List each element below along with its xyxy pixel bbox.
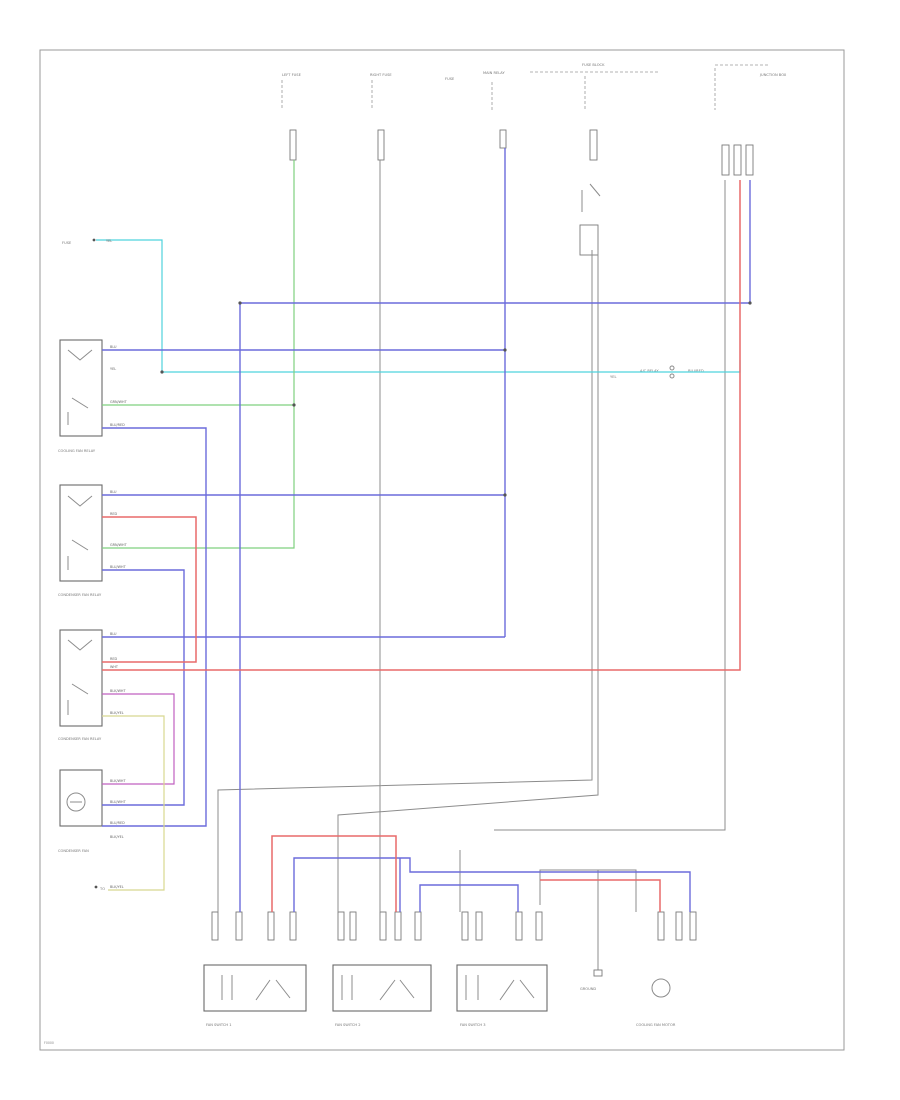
wire-blue-fan1	[239, 180, 751, 912]
wire-label-blu-3: BLU	[110, 632, 117, 636]
fuse-label-bottomleft: TO	[99, 887, 105, 891]
wire-gray-ground-bus	[539, 869, 637, 912]
fuse-right-b-connector	[589, 129, 598, 161]
condenser-fan-symbol	[66, 792, 86, 812]
junction-connector-1	[721, 144, 730, 176]
fan-switch-2	[332, 911, 432, 1012]
relay-3-title: CONDENSER FAN RELAY	[58, 737, 102, 741]
wire-label-red-2: RED	[110, 512, 117, 516]
fuse-right-b-switch	[581, 183, 601, 212]
condenser-fan-box	[59, 769, 103, 827]
wire-blue-power	[102, 148, 506, 638]
fan-switch-3-label: FAN SWITCH 3	[460, 1023, 486, 1027]
ground	[593, 905, 603, 977]
wire-label-blured-1: BLU/RED	[110, 423, 125, 427]
cooling-fan-motor-label: COOLING FAN MOTOR	[636, 1023, 676, 1027]
wire-label-blured-4: BLU/RED	[110, 821, 125, 825]
wire-label-blu-1: BLU	[110, 345, 117, 349]
wire-label-blkyel-4: BLK/YEL	[110, 835, 124, 839]
fuse-right-b: FUSE BLOCK	[579, 63, 660, 256]
wire-label-yel-1: YEL	[110, 367, 116, 371]
wire-label-blkyel-5: BLK/YEL	[110, 885, 124, 889]
wire-cyan	[96, 239, 741, 373]
wire-label-red-3: RED	[110, 657, 117, 661]
fuse-right-title: MAIN RELAY	[483, 71, 505, 75]
wire-label-bluwht-2: BLU/WHT	[110, 565, 127, 569]
fan-switch-1	[203, 911, 307, 1012]
wire-gray-right	[494, 180, 726, 831]
wire-label-wht-3: WHT	[110, 665, 119, 669]
wire-gray-left	[217, 250, 593, 912]
ac-relay-yel-label: YEL	[610, 375, 616, 379]
fan-switch-1-label: FAN SWITCH 1	[206, 1023, 232, 1027]
condenser-fan-label: CONDENSER FAN	[58, 849, 89, 853]
junction-connector-3	[745, 144, 754, 176]
fan-switch-3-box	[456, 964, 548, 1012]
fuse-right-connector	[499, 129, 507, 149]
fuse-right: MAIN RELAY	[483, 71, 580, 149]
junction-title: JUNCTION BOX	[759, 73, 787, 77]
fan-switch-3	[456, 911, 548, 1012]
relay-2	[59, 484, 103, 582]
wire-label-grnwht-1: GRN/WHT	[110, 400, 128, 404]
relay-1	[59, 339, 103, 437]
fan-switch-2-label: FAN SWITCH 2	[335, 1023, 361, 1027]
relay-1-title: COOLING FAN RELAY	[58, 449, 96, 453]
relay-3-box	[59, 629, 103, 727]
fuse-left-connector	[289, 129, 297, 161]
wire-blue-sw2-sw3	[419, 884, 519, 912]
wire-label-grnwht-2: GRN/WHT	[110, 543, 128, 547]
ac-relay-label: A/C RELAY	[640, 369, 659, 373]
wire-blue-relay2	[102, 569, 185, 806]
fuse-left: LEFT FUSE	[281, 73, 302, 161]
relay-1-box	[59, 339, 103, 437]
fuse-mid: RIGHT FUSE	[370, 73, 392, 161]
fan-switch-2-box	[332, 964, 432, 1012]
wire-label-blkyel-3: BLK/YEL	[110, 711, 124, 715]
relay-3	[59, 629, 103, 727]
cooling-fan-symbol	[651, 978, 671, 998]
fuse-mid-connector	[377, 129, 385, 161]
relay-2-title: CONDENSER FAN RELAY	[58, 593, 102, 597]
wire-magenta	[102, 693, 175, 785]
fuse-mid-b-title: FUSE	[445, 77, 455, 81]
ground-label: GROUND	[580, 987, 596, 991]
fuse-mid-b: FUSE	[445, 77, 455, 81]
wire-label-yel-top: YEL	[106, 239, 112, 243]
ac-relay-blu-label: BLU/RED	[688, 369, 704, 373]
ac-relay: YEL A/C RELAY BLU/RED	[610, 365, 704, 379]
fuse-mid-title: RIGHT FUSE	[370, 73, 392, 77]
wire-green	[102, 160, 295, 549]
wire-red-fan	[271, 835, 397, 912]
wire-red-cooling	[540, 879, 661, 912]
wire-red-main	[102, 180, 741, 671]
fuse-left-title: LEFT FUSE	[282, 73, 302, 77]
wire-blue-relay1	[102, 427, 207, 827]
diagram-frame	[39, 49, 845, 1051]
figure-id: F0000	[44, 1041, 54, 1045]
junction-box: JUNCTION BOX	[714, 64, 787, 176]
junction-connector-2	[733, 144, 742, 176]
condenser-fan-motor	[59, 769, 103, 827]
wire-blue-switch-bus	[293, 857, 691, 912]
wire-label-blu-2: BLU	[110, 490, 117, 494]
fan-switch-1-box	[203, 964, 307, 1012]
wire-gray-mid	[337, 250, 599, 912]
wire-yellow	[102, 715, 165, 891]
relay-2-box	[59, 484, 103, 582]
fuse-right-b-connector-2	[579, 224, 599, 256]
cooling-fan-motor	[651, 911, 697, 998]
wire-label-bluwht-4: BLU/WHT	[110, 800, 127, 804]
wire-label-blkwht-4: BLK/WHT	[110, 779, 126, 783]
fuse-label-topleft: FUSE	[62, 241, 72, 245]
wire-label-blkwht-3: BLK/WHT	[110, 689, 126, 693]
wire-red-relay2	[102, 516, 197, 663]
fuse-right-b-title: FUSE BLOCK	[582, 63, 605, 67]
